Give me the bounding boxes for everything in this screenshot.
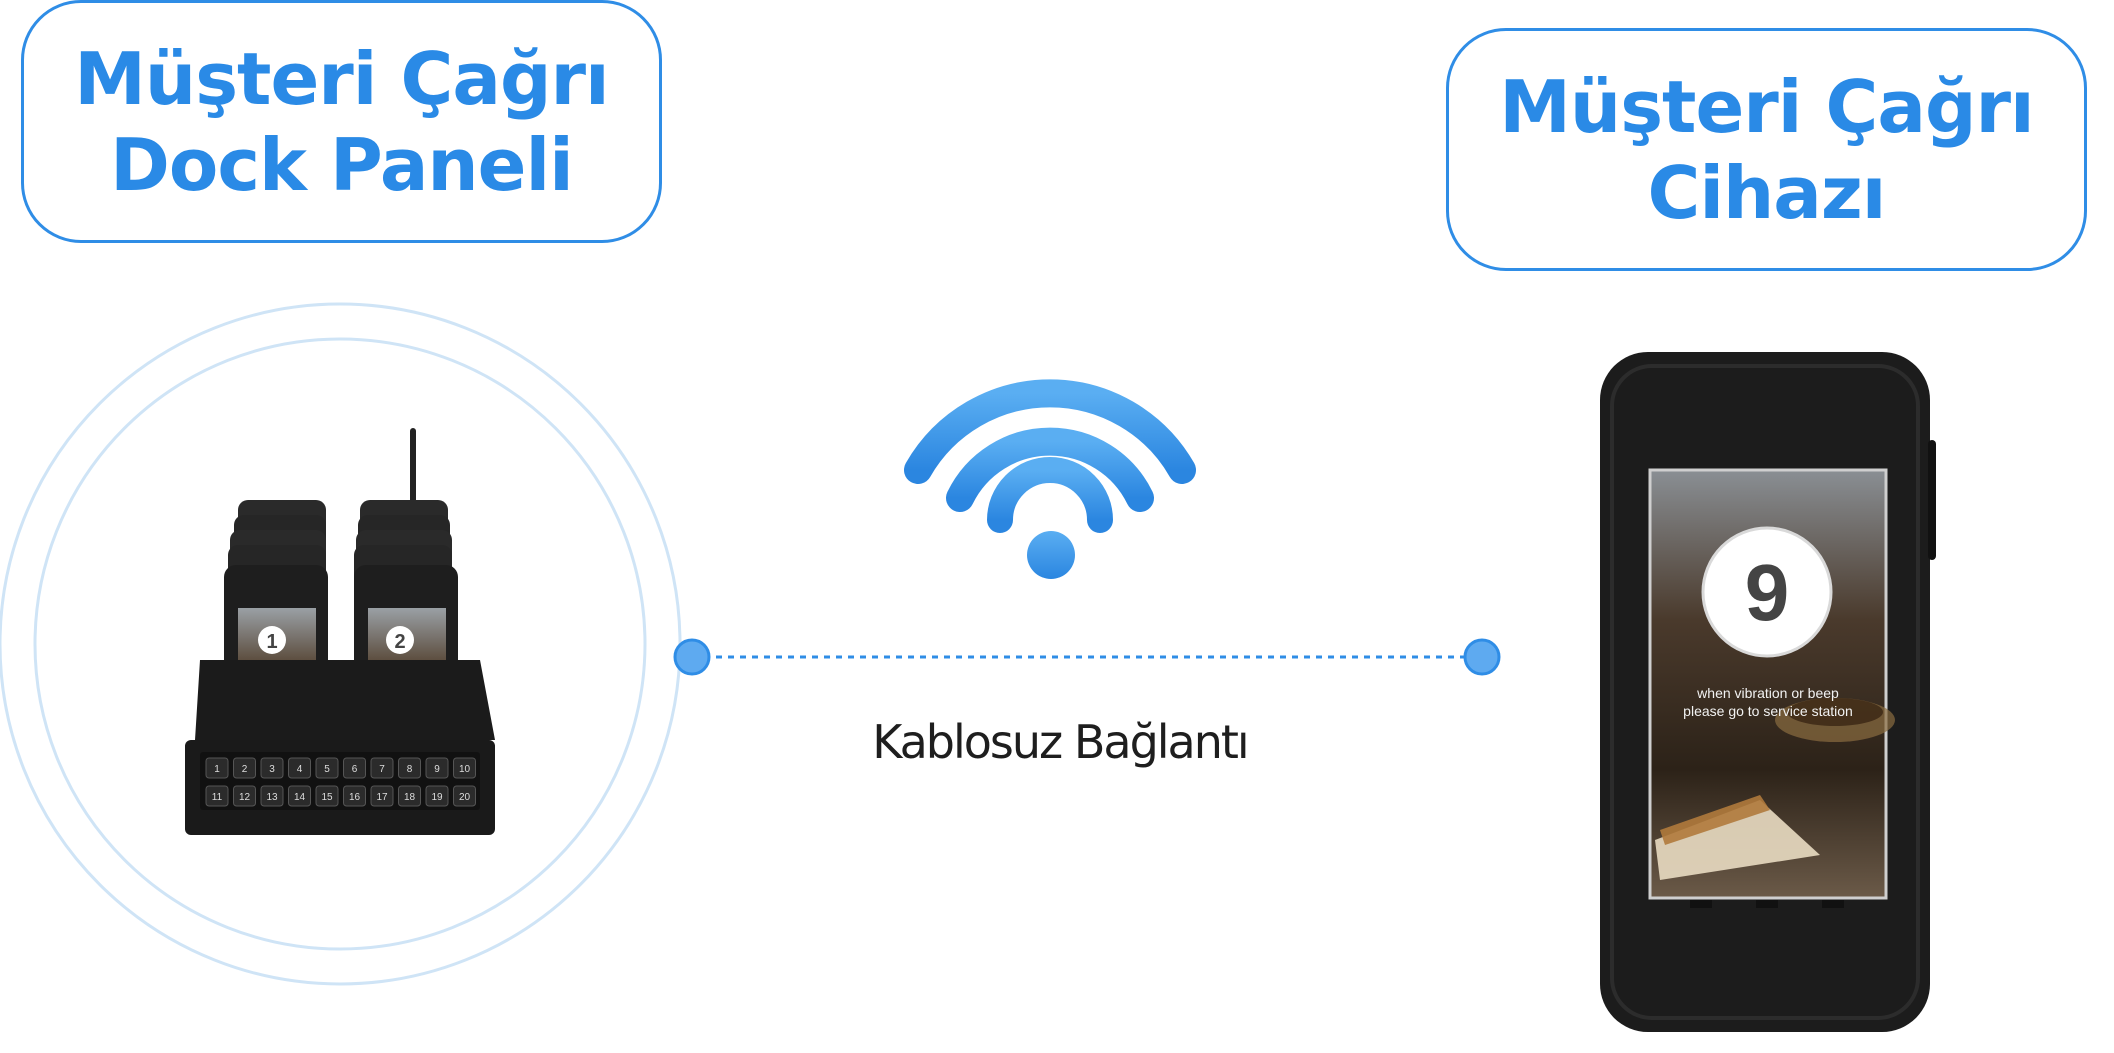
keypad-key xyxy=(315,785,339,807)
connection-endpoint-left xyxy=(673,638,711,676)
connection-caption: Kablosuz Bağlantı xyxy=(872,715,1249,769)
keypad-key-label: 6 xyxy=(352,764,358,775)
keypad-key xyxy=(288,785,311,807)
pager-number-1: 1 xyxy=(266,631,277,653)
keypad-key-label: 19 xyxy=(431,792,443,803)
keypad-key-label: 14 xyxy=(294,792,306,803)
pager-device-label-line2: Cihazı xyxy=(1647,150,1887,235)
keypad-key xyxy=(398,785,421,807)
keypad-key-label: 12 xyxy=(239,792,251,803)
antenna xyxy=(410,428,416,518)
keypad-key xyxy=(205,757,229,779)
pager-message-line1: when vibration or beep xyxy=(1696,685,1839,701)
pager-number: 9 xyxy=(1745,548,1790,637)
keypad-key-label: 17 xyxy=(376,792,388,803)
dock-base-top xyxy=(195,660,495,740)
keypad-key-label: 20 xyxy=(459,792,471,803)
keypad-key-label: 11 xyxy=(212,792,223,803)
keypad-key xyxy=(343,757,366,779)
keypad-key xyxy=(370,757,394,779)
pager-message-line2: please go to service station xyxy=(1683,703,1853,719)
keypad-key-label: 13 xyxy=(266,792,278,803)
wifi-icon xyxy=(904,379,1196,579)
keypad-key-label: 4 xyxy=(297,764,303,775)
keypad-key-label: 1 xyxy=(214,764,220,775)
keypad-key-label: 10 xyxy=(459,764,471,775)
keypad-key xyxy=(453,757,476,779)
dock-panel-label-line1: Müşteri Çağrı xyxy=(74,36,609,121)
keypad-key-label: 9 xyxy=(434,764,440,775)
keypad-key-label: 5 xyxy=(324,764,330,775)
keypad-key-label: 3 xyxy=(269,764,275,775)
keypad-key xyxy=(205,785,229,807)
dock-panel-label-line2: Dock Paneli xyxy=(110,122,574,207)
keypad-key-label: 2 xyxy=(242,764,248,775)
keypad-key xyxy=(453,785,476,807)
keypad-key xyxy=(260,785,284,807)
keypad-key xyxy=(315,757,339,779)
keypad-key xyxy=(343,785,366,807)
keypad-key xyxy=(425,785,449,807)
pager-device-image: 9 when vibration or beep please go to se… xyxy=(1600,352,1936,1032)
keypad-key xyxy=(425,757,449,779)
inner-ring xyxy=(33,337,647,951)
pager-device-label-box: Müşteri Çağrı Cihazı xyxy=(1446,28,2087,271)
keypad-key-label: 18 xyxy=(404,792,416,803)
connection-endpoint-right xyxy=(1463,638,1501,676)
keypad-key xyxy=(233,757,256,779)
keypad-key xyxy=(288,757,311,779)
keypad-key-label: 8 xyxy=(407,764,413,775)
keypad-key xyxy=(398,757,421,779)
outer-ring xyxy=(0,302,682,986)
dock-panel-label-box: Müşteri Çağrı Dock Paneli xyxy=(21,0,662,243)
keypad-key-label: 15 xyxy=(321,792,333,803)
keypad-key-label: 7 xyxy=(379,764,385,775)
pager-device-label-line1: Müşteri Çağrı xyxy=(1499,64,2034,149)
keypad-key xyxy=(233,785,256,807)
pager-number-badge xyxy=(1703,528,1831,656)
keypad-key xyxy=(370,785,394,807)
keypad-key xyxy=(260,757,284,779)
keypad-key-label: 16 xyxy=(349,792,361,803)
pager-number-2: 2 xyxy=(394,631,405,653)
